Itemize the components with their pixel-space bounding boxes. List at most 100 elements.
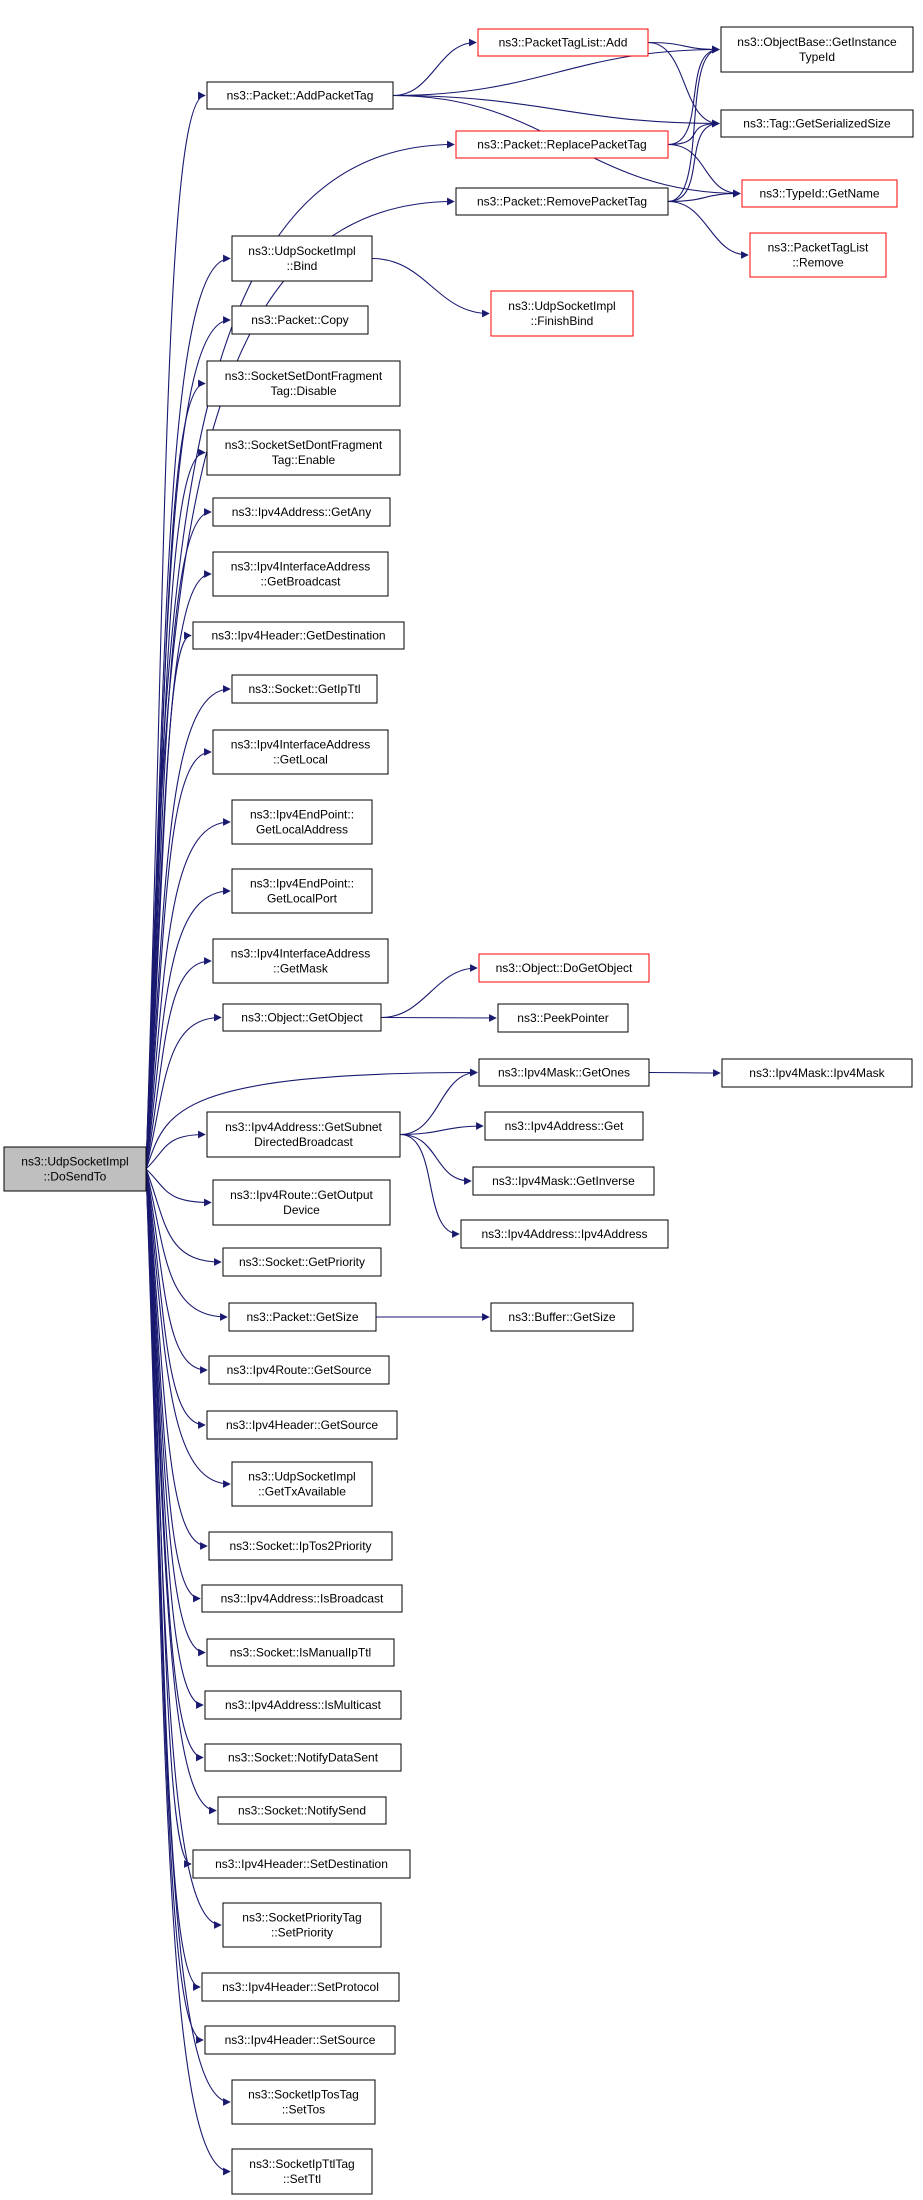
node-box[interactable] [204, 1743, 402, 1772]
node-box[interactable] [206, 1410, 398, 1440]
node-get-local[interactable]: ns3::Ipv4InterfaceAddress::GetLocal [212, 729, 389, 775]
node-box[interactable] [192, 621, 405, 650]
node-box[interactable] [497, 1003, 629, 1033]
node-ipv4-address-ctor[interactable]: ns3::Ipv4Address::Ipv4Address [460, 1219, 669, 1249]
node-set-source[interactable]: ns3::Ipv4Header::SetSource [204, 2025, 396, 2055]
node-box[interactable] [720, 26, 914, 73]
node-box[interactable] [212, 497, 391, 527]
node-box[interactable] [212, 729, 389, 775]
node-replace-packet-tag[interactable]: ns3::Packet::ReplacePacketTag [455, 130, 669, 159]
node-box[interactable] [3, 1146, 147, 1192]
node-box[interactable] [472, 1166, 655, 1196]
node-get-local-port[interactable]: ns3::Ipv4EndPoint::GetLocalPort [231, 868, 373, 914]
node-packet-get-size[interactable]: ns3::Packet::GetSize [228, 1302, 377, 1332]
node-set-tos[interactable]: ns3::SocketIpTosTag::SetTos [231, 2079, 376, 2125]
node-packet-tag-list-remove[interactable]: ns3::PacketTagList::Remove [749, 232, 887, 278]
node-box[interactable] [720, 109, 914, 138]
node-box[interactable] [721, 1058, 913, 1088]
node-box[interactable] [208, 1355, 390, 1385]
node-ipv4-address-get[interactable]: ns3::Ipv4Address::Get [484, 1111, 644, 1141]
node-route-get-source[interactable]: ns3::Ipv4Route::GetSource [208, 1355, 390, 1385]
node-box[interactable] [231, 2148, 373, 2195]
node-get-mask[interactable]: ns3::Ipv4InterfaceAddress::GetMask [212, 938, 389, 984]
node-box[interactable] [222, 1247, 382, 1277]
node-box[interactable] [231, 2079, 376, 2125]
node-is-multicast[interactable]: ns3::Ipv4Address::IsMulticast [204, 1690, 402, 1720]
node-box[interactable] [490, 290, 634, 337]
node-box[interactable] [477, 28, 649, 57]
node-set-priority[interactable]: ns3::SocketPriorityTag::SetPriority [222, 1902, 382, 1948]
node-box[interactable] [741, 179, 898, 208]
node-box[interactable] [231, 868, 373, 914]
node-box[interactable] [478, 1058, 650, 1087]
node-packet-tag-list-add[interactable]: ns3::PacketTagList::Add [477, 28, 649, 57]
node-box[interactable] [212, 1179, 391, 1226]
node-buffer-get-size[interactable]: ns3::Buffer::GetSize [490, 1302, 634, 1332]
node-box[interactable] [490, 1302, 634, 1332]
node-box[interactable] [206, 360, 401, 407]
node-set-destination[interactable]: ns3::Ipv4Header::SetDestination [192, 1849, 411, 1879]
node-do-get-object[interactable]: ns3::Object::DoGetObject [478, 953, 650, 983]
node-peek-pointer[interactable]: ns3::PeekPointer [497, 1003, 629, 1033]
node-add-packet-tag[interactable]: ns3::Packet::AddPacketTag [206, 81, 394, 110]
node-get-object[interactable]: ns3::Object::GetObject [222, 1003, 382, 1032]
node-get-local-address[interactable]: ns3::Ipv4EndPoint::GetLocalAddress [231, 799, 373, 845]
node-box[interactable] [484, 1111, 644, 1141]
node-is-broadcast[interactable]: ns3::Ipv4Address::IsBroadcast [201, 1584, 403, 1613]
node-box[interactable] [749, 232, 887, 278]
node-is-manual-ip-ttl[interactable]: ns3::Socket::IsManualIpTtl [206, 1638, 395, 1667]
node-notify-send[interactable]: ns3::Socket::NotifySend [217, 1796, 387, 1825]
node-packet-copy[interactable]: ns3::Packet::Copy [231, 305, 369, 335]
node-get-ones[interactable]: ns3::Ipv4Mask::GetOnes [478, 1058, 650, 1087]
node-set-ttl[interactable]: ns3::SocketIpTtlTag::SetTtl [231, 2148, 373, 2195]
node-box[interactable] [204, 2025, 396, 2055]
node-header-get-source[interactable]: ns3::Ipv4Header::GetSource [206, 1410, 398, 1440]
node-get-priority[interactable]: ns3::Socket::GetPriority [222, 1247, 382, 1277]
node-get-destination[interactable]: ns3::Ipv4Header::GetDestination [192, 621, 405, 650]
node-notify-data-sent[interactable]: ns3::Socket::NotifyDataSent [204, 1743, 402, 1772]
node-box[interactable] [217, 1796, 387, 1825]
node-ip-tos2-priority[interactable]: ns3::Socket::IpTos2Priority [208, 1531, 393, 1561]
node-box[interactable] [222, 1003, 382, 1032]
node-box[interactable] [455, 187, 669, 216]
node-get-tx-available[interactable]: ns3::UdpSocketImpl::GetTxAvailable [231, 1461, 373, 1507]
node-root[interactable]: ns3::UdpSocketImpl::DoSendTo [3, 1146, 147, 1192]
node-set-protocol[interactable]: ns3::Ipv4Header::SetProtocol [201, 1972, 400, 2002]
node-box[interactable] [231, 305, 369, 335]
node-get-inverse[interactable]: ns3::Ipv4Mask::GetInverse [472, 1166, 655, 1196]
node-box[interactable] [231, 674, 378, 704]
node-box[interactable] [460, 1219, 669, 1249]
node-box[interactable] [206, 429, 401, 476]
node-get-subnet-directed-broadcast[interactable]: ns3::Ipv4Address::GetSubnetDirectedBroad… [206, 1111, 401, 1158]
node-box[interactable] [206, 1638, 395, 1667]
node-box[interactable] [478, 953, 650, 983]
node-get-ip-ttl[interactable]: ns3::Socket::GetIpTtl [231, 674, 378, 704]
node-box[interactable] [212, 938, 389, 984]
node-box[interactable] [204, 1690, 402, 1720]
node-box[interactable] [231, 799, 373, 845]
node-bind[interactable]: ns3::UdpSocketImpl::Bind [231, 235, 373, 282]
node-box[interactable] [201, 1972, 400, 2002]
node-box[interactable] [231, 235, 373, 282]
node-type-id-get-name[interactable]: ns3::TypeId::GetName [741, 179, 898, 208]
node-box[interactable] [455, 130, 669, 159]
node-get-broadcast[interactable]: ns3::Ipv4InterfaceAddress::GetBroadcast [212, 551, 389, 597]
node-box[interactable] [206, 81, 394, 110]
node-box[interactable] [192, 1849, 411, 1879]
node-box[interactable] [201, 1584, 403, 1613]
node-box[interactable] [222, 1902, 382, 1948]
node-remove-packet-tag[interactable]: ns3::Packet::RemovePacketTag [455, 187, 669, 216]
node-box[interactable] [212, 551, 389, 597]
node-box[interactable] [231, 1461, 373, 1507]
node-ipv4-mask-ctor[interactable]: ns3::Ipv4Mask::Ipv4Mask [721, 1058, 913, 1088]
node-get-serialized-size[interactable]: ns3::Tag::GetSerializedSize [720, 109, 914, 138]
node-finish-bind[interactable]: ns3::UdpSocketImpl::FinishBind [490, 290, 634, 337]
node-box[interactable] [208, 1531, 393, 1561]
node-get-any[interactable]: ns3::Ipv4Address::GetAny [212, 497, 391, 527]
node-box[interactable] [228, 1302, 377, 1332]
node-box[interactable] [206, 1111, 401, 1158]
